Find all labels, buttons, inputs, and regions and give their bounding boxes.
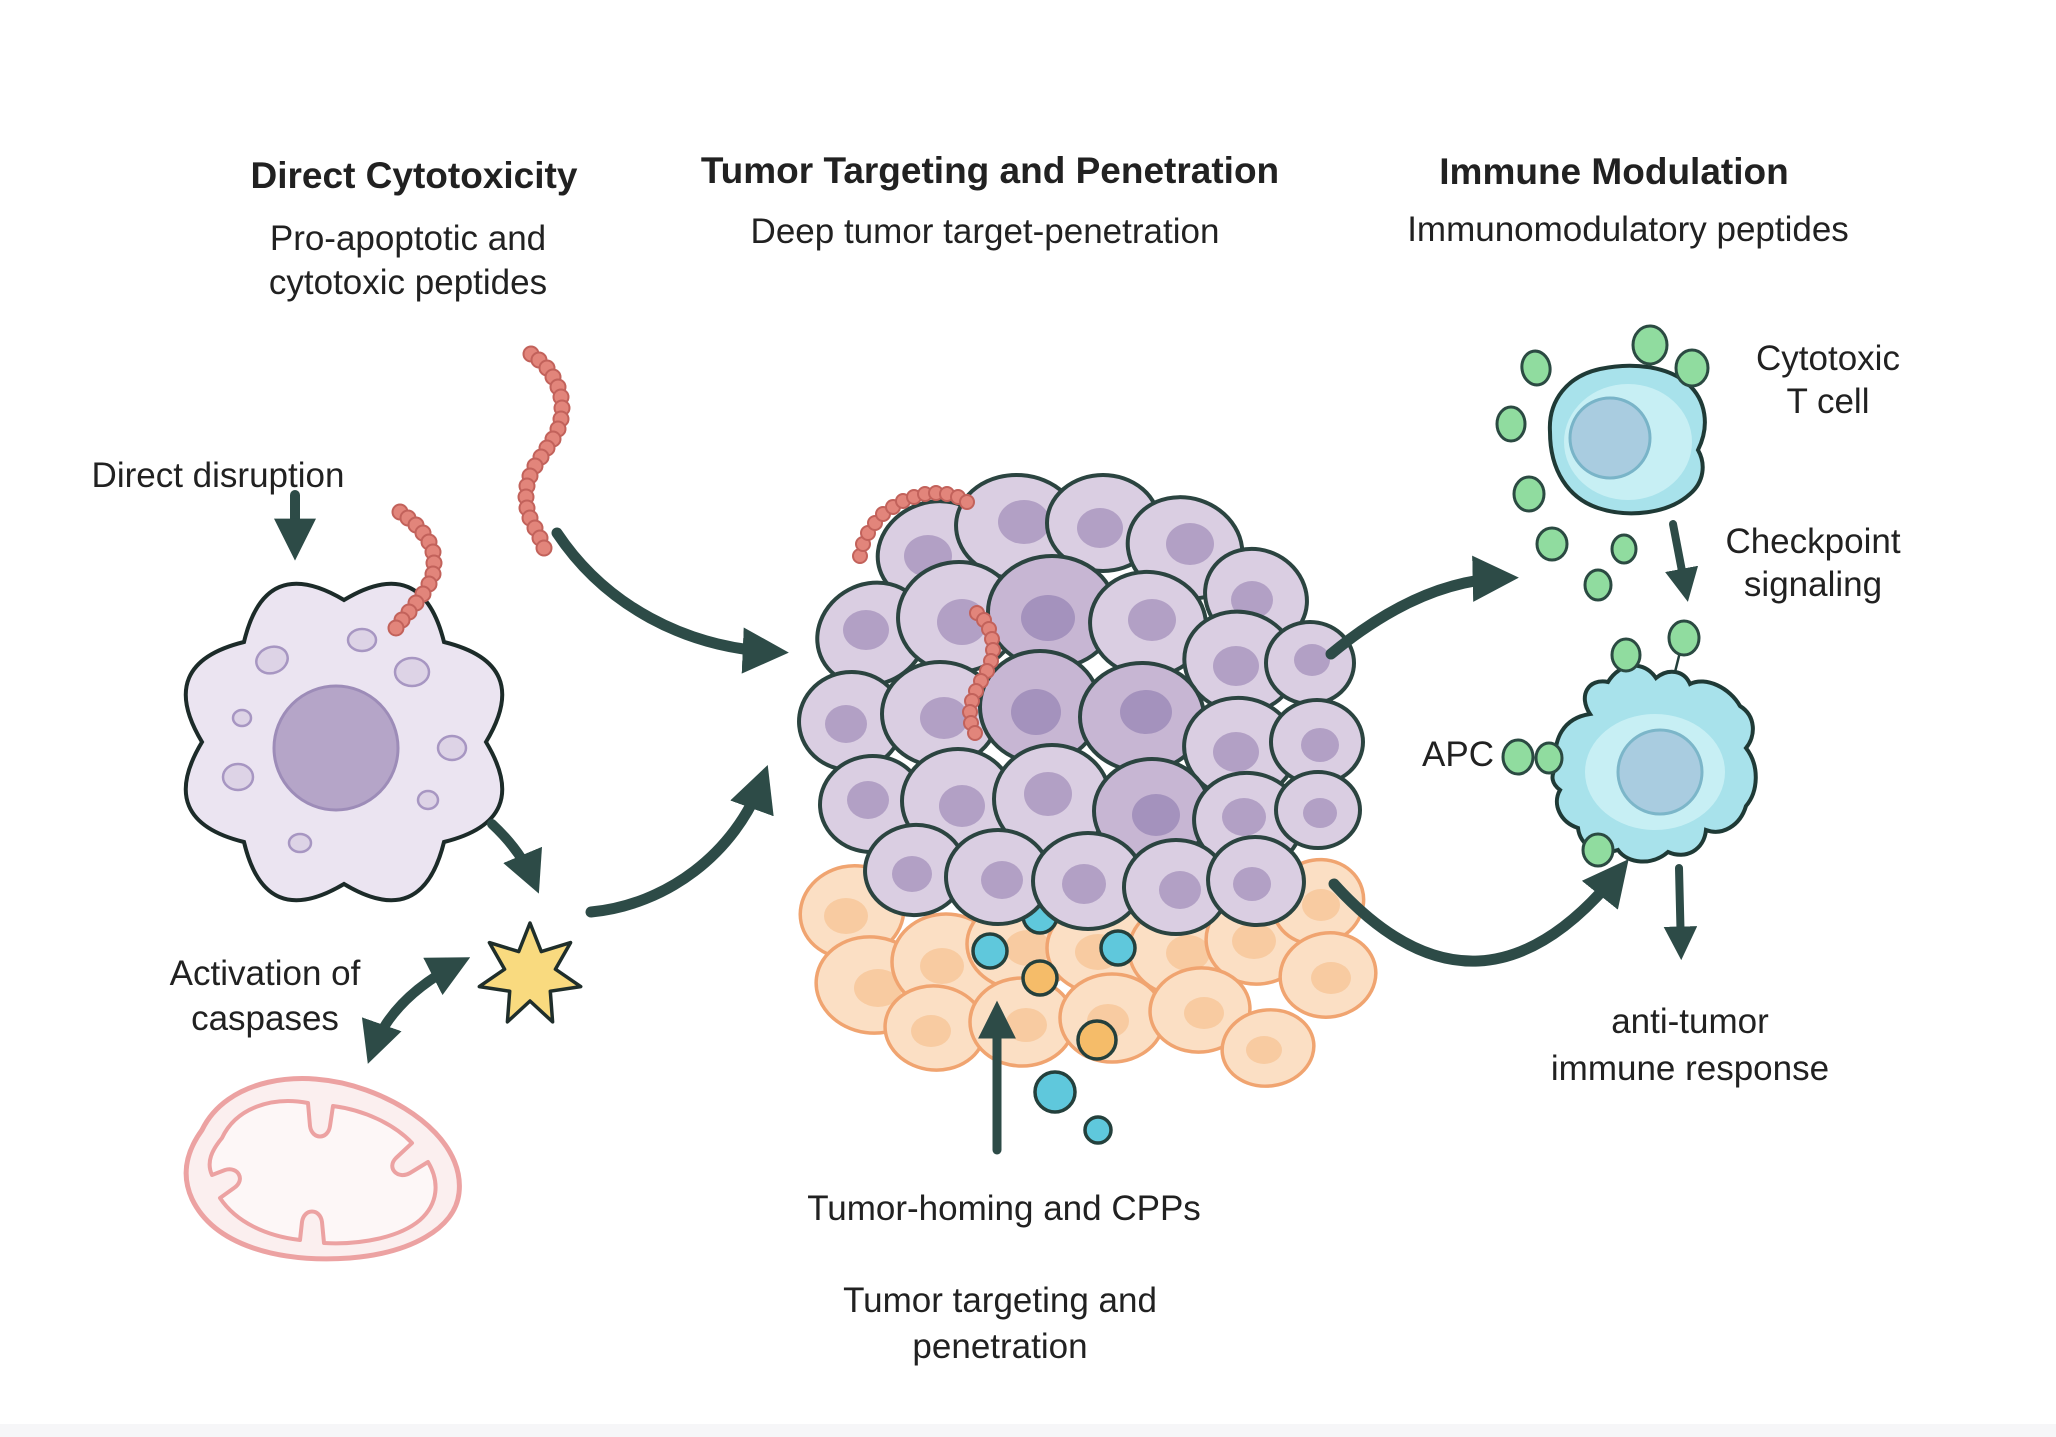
header-immune-modulation: Immune Modulation (1439, 151, 1788, 192)
caspase-to-tumor-arrow (585, 764, 774, 918)
presented-peptide (1501, 738, 1535, 776)
t-cell-nucleus (1568, 396, 1652, 480)
label-activation-caspases-line1: Activation of (170, 954, 361, 993)
cell-vesicles (221, 627, 468, 854)
label-tumor-targeting-line1: Tumor targeting and (843, 1281, 1157, 1320)
cell-to-caspase-arrow (487, 819, 542, 894)
label-anti-tumor-line2: immune response (1551, 1049, 1829, 1088)
presented-peptide (1581, 832, 1615, 868)
presented-peptide (1610, 637, 1642, 673)
tumor-to-apc-arrow (1328, 859, 1629, 967)
peptide-chain-long-icon (517, 345, 571, 557)
subtitle-deep-tumor: Deep tumor target-penetration (751, 212, 1220, 251)
checkpoint-signaling-arrow (1665, 520, 1699, 602)
payload-dots-released (1033, 1019, 1118, 1145)
label-anti-tumor-line1: anti-tumor (1611, 1002, 1769, 1041)
tumor-cell-cluster (797, 472, 1365, 936)
label-tumor-targeting-line2: penetration (912, 1327, 1087, 1366)
cell-nucleus (272, 684, 400, 812)
tumor-to-t-cell-arrow (1325, 555, 1519, 660)
subtitle-pro-apoptotic-line1: Pro-apoptotic and (270, 219, 546, 258)
presented-peptide (1667, 619, 1701, 657)
target-cell (183, 581, 505, 903)
mitochondrion-icon (183, 1076, 462, 1262)
footer-strip (0, 1424, 2056, 1437)
flow-arrows (274, 490, 1699, 1155)
apc-nucleus (1616, 728, 1704, 816)
label-checkpoint-line2: signaling (1744, 565, 1882, 604)
label-activation-caspases-line2: caspases (191, 999, 339, 1038)
subtitle-immunomodulatory: Immunomodulatory peptides (1407, 210, 1849, 249)
green-peptides-around-t-cell (1495, 324, 1710, 602)
peptide-chain-on-tumor-edge-icon (852, 485, 975, 564)
antigen-presenting-cell (1501, 619, 1758, 868)
label-direct-disruption: Direct disruption (92, 456, 345, 495)
caspase-mitochondria-double-arrow (361, 957, 471, 1064)
label-tumor-homing-cpps: Tumor-homing and CPPs (807, 1189, 1201, 1228)
presented-peptide (1534, 741, 1564, 775)
label-cytotoxic-t-cell-line2: T cell (1787, 382, 1870, 421)
peptide-to-tumor-arrow (551, 527, 789, 674)
header-tumor-targeting: Tumor Targeting and Penetration (701, 150, 1279, 191)
label-apc: APC (1422, 735, 1494, 774)
peptide-chain-penetrating-tumor-icon (962, 605, 1001, 741)
column-headers: Direct Cytotoxicity Pro-apoptotic and cy… (251, 150, 1849, 302)
subtitle-pro-apoptotic-line2: cytotoxic peptides (269, 263, 547, 302)
cytotoxic-t-cell (1547, 363, 1707, 516)
peptide-chain-into-cell-icon (387, 503, 443, 637)
label-cytotoxic-t-cell-line1: Cytotoxic (1756, 339, 1900, 378)
label-checkpoint-line1: Checkpoint (1725, 522, 1900, 561)
apc-to-response-arrow (1663, 864, 1698, 961)
caspase-burst-star-icon (477, 921, 583, 1024)
header-direct-cytotoxicity: Direct Cytotoxicity (251, 155, 578, 196)
